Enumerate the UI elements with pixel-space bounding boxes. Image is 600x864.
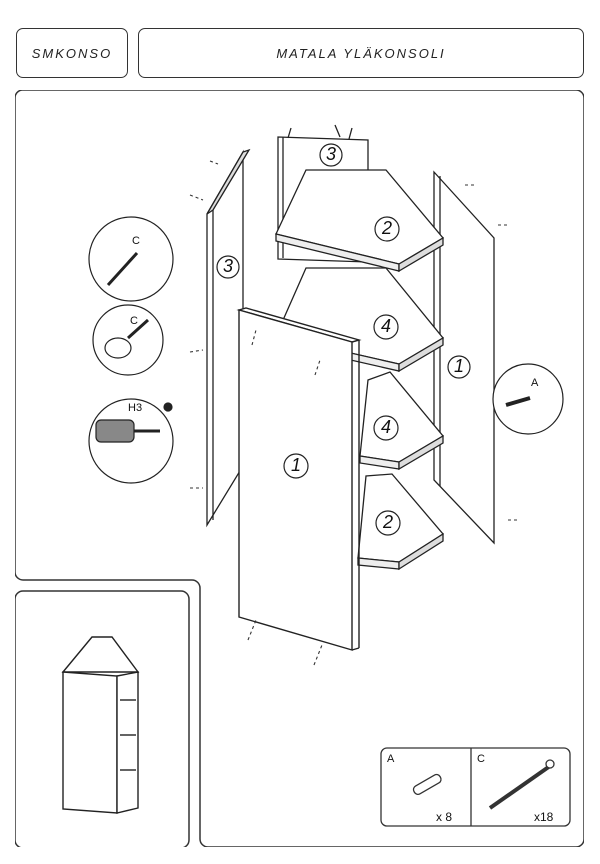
callout-cam-detail bbox=[92, 304, 164, 376]
part-number-right-side: 1 bbox=[454, 356, 464, 376]
product-code: SMKONSO bbox=[31, 45, 113, 61]
part-number-back: 3 bbox=[326, 144, 336, 164]
product-title-box: MATALA YLÄKONSOLI bbox=[138, 28, 584, 78]
product-code-box: SMKONSO bbox=[16, 28, 128, 78]
screw-icon bbox=[488, 759, 555, 810]
shelf-top bbox=[275, 169, 444, 273]
callout-dowel-detail bbox=[492, 363, 564, 435]
assembly-diagram: 3 3 1 2 4 4 2 bbox=[15, 90, 584, 847]
legend-dowel-qty: x 8 bbox=[436, 810, 452, 824]
assembled-cabinet-preview bbox=[61, 636, 140, 814]
hardware-legend bbox=[380, 747, 571, 827]
product-title: MATALA YLÄKONSOLI bbox=[276, 45, 446, 61]
screw-guides bbox=[189, 160, 520, 666]
legend-screw-qty: x18 bbox=[534, 810, 554, 824]
callout-drill-detail bbox=[88, 398, 174, 484]
part-number-shelf-mid-lower: 4 bbox=[381, 417, 391, 437]
callout-drill-label: H3 bbox=[128, 402, 142, 414]
part-number-shelf-mid-upper: 4 bbox=[381, 316, 391, 336]
part-number-left-side: 3 bbox=[223, 256, 233, 276]
legend-screw-label: C bbox=[477, 753, 485, 765]
callout-screw-detail bbox=[88, 216, 174, 302]
callout-screw-label: C bbox=[132, 235, 140, 247]
shelf-bottom bbox=[357, 473, 444, 571]
legend-dowel-label: A bbox=[387, 753, 395, 765]
front-panel bbox=[236, 307, 362, 651]
preview-frame bbox=[15, 590, 190, 847]
part-number-shelf-bottom: 2 bbox=[382, 512, 393, 532]
part-number-shelf-top: 2 bbox=[381, 218, 392, 238]
part-number-front: 1 bbox=[291, 455, 301, 475]
callout-cam-label: C bbox=[130, 315, 138, 327]
dowel-icon bbox=[412, 773, 442, 796]
callout-dowel-label: A bbox=[531, 377, 539, 389]
shelf-mid-lower bbox=[359, 371, 444, 471]
left-side-panel bbox=[206, 148, 251, 528]
